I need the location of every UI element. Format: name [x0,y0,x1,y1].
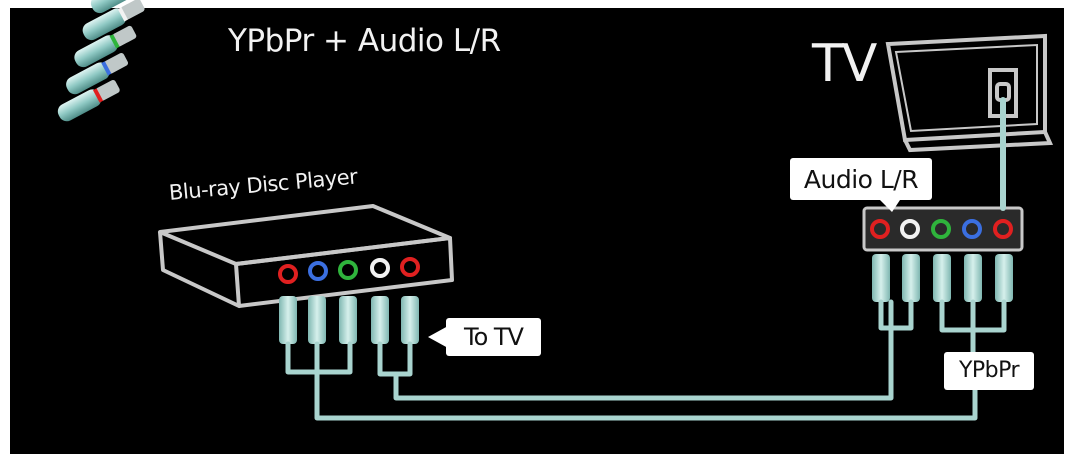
cables [285,97,1007,421]
ypbpr-callout: YPbPr [944,352,1034,390]
tv-port-panel [862,206,1024,252]
audio-lr-callout: Audio L/R [790,158,932,200]
player-plugs [279,296,419,344]
tv-plugs [872,254,1013,302]
player-ports [278,257,420,284]
to-tv-callout: To TV [446,318,541,356]
tv-icon [885,33,1054,153]
diagram-title: YPbPr + Audio L/R [228,23,501,59]
rca-cable-bundle-icon [57,0,145,122]
blu-ray-player-icon [158,204,454,308]
callout-pointers [428,200,900,348]
tv-label: TV [812,34,877,94]
